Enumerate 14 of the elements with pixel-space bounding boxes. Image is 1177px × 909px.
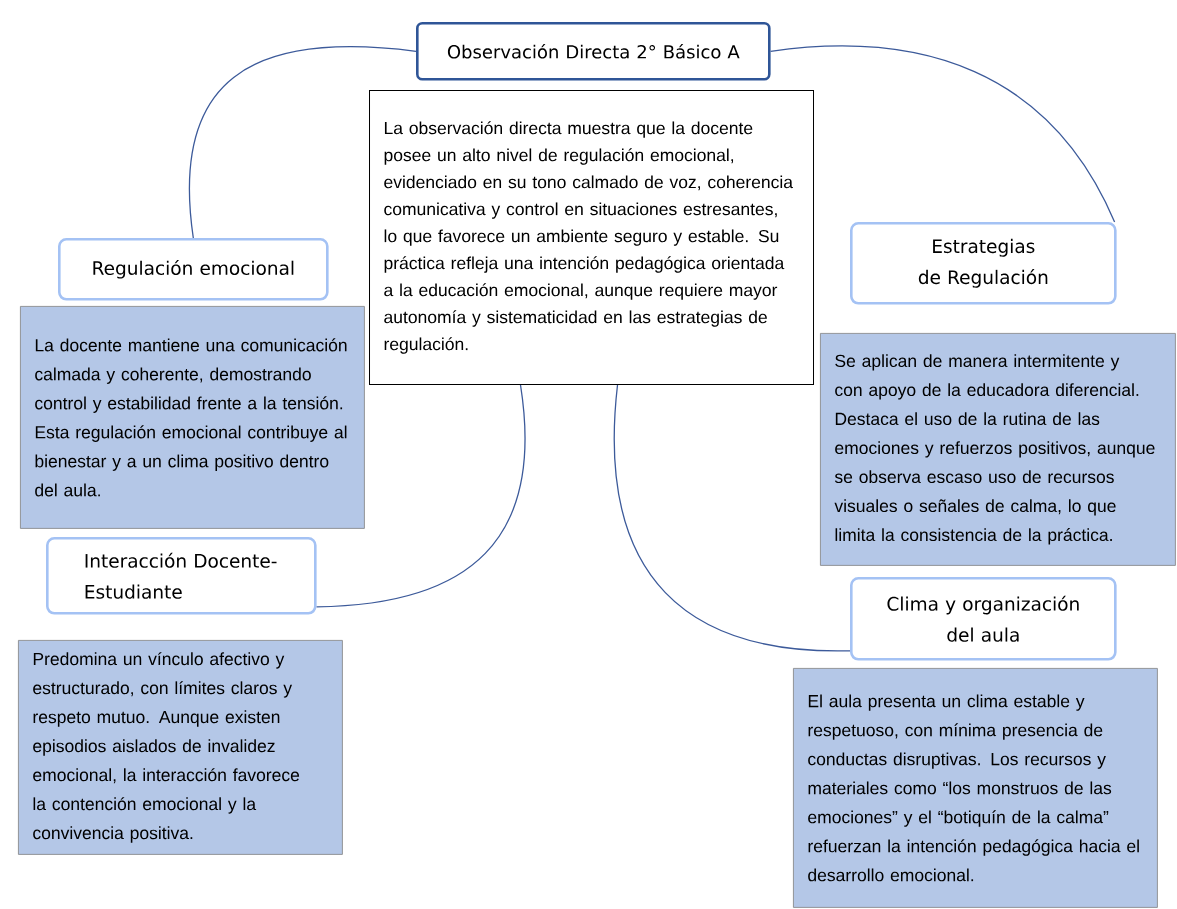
description-box: Se aplican de manera intermitente y con apoyo de la educadora diferencial. Destaca el uso de la rutina de las emociones y refuerzos positivos, aunque se observa escaso uso de recursos visuales o señales de calma, lo que limita la consistencia de la práctica.: [820, 333, 1176, 566]
heading-box: Estrategias de Regulación: [850, 222, 1117, 305]
heading-box: Clima y organización del aula: [850, 577, 1117, 661]
connector-line: [315, 384, 526, 608]
title-box: Observación Directa 2° Básico A: [416, 22, 771, 81]
description-box: El aula presenta un clima estable y respetuoso, con mínima presencia de conductas disruptivas. Los recursos y materiales como “los monstruos de las emociones” y el “botiquín de la calma” refuerzan la intención pedagógica hacia el desarrollo emocional.: [793, 668, 1158, 908]
connector-line: [613, 384, 851, 652]
summary-box: La observación directa muestra que la docente posee un alto nivel de regulación emocional, evidenciado en su tono calmado de voz, coherencia comunicativa y control en situaciones estresantes, lo que favorece un ambiente seguro y estable. Su práctica refleja una intención pedagógica orientada a la educación emocional, aunque requiere mayor autonomía y sistematicidad en las estrategias de regulación.: [369, 90, 814, 385]
connector-line: [769, 45, 1116, 223]
heading-box: Regulación emocional: [58, 238, 329, 301]
description-box: La docente mantiene una comunicación calmada y coherente, demostrando control y estabilidad frente a la tensión. Esta regulación emocional contribuye al bienestar y a un clima positivo dentro del aula.: [20, 306, 365, 529]
connector-line: [189, 46, 417, 239]
description-box: Predomina un vínculo afectivo y estructurado, con límites claros y respeto mutuo. Aunque existen episodios aislados de invalidez emocional, la interacción favorece la contención emocional y la convivencia positiva.: [18, 640, 343, 855]
heading-box: Interacción Docente-Estudiante: [46, 537, 317, 615]
